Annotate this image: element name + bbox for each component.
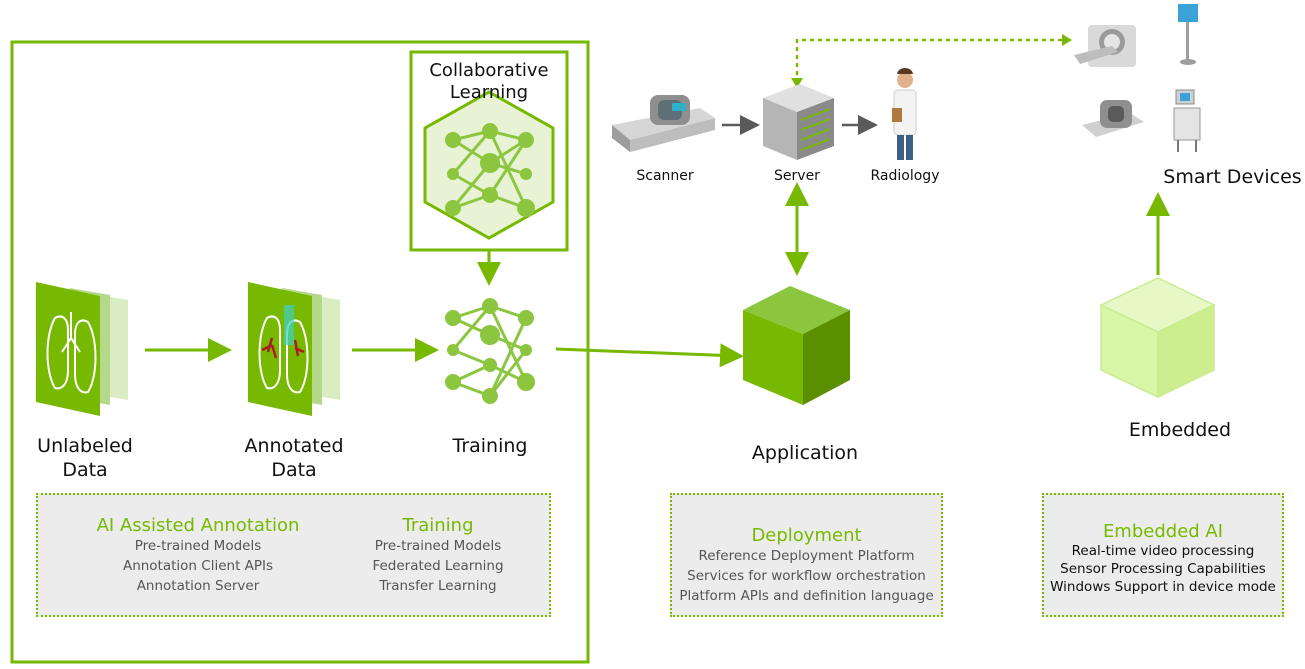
annotated-data-label: Annotated Data bbox=[229, 434, 359, 482]
deployment-item: Platform APIs and definition language bbox=[679, 588, 934, 604]
unlabeled-line1: Unlabeled bbox=[37, 435, 133, 457]
embedded-ai-box: Embedded AI Real-time video processing S… bbox=[1042, 493, 1284, 617]
deployment-column: Deployment Reference Deployment Platform… bbox=[672, 525, 941, 606]
ct-scanner-device-icon bbox=[1074, 25, 1136, 67]
training-item: Pre-trained Models bbox=[374, 538, 502, 554]
training-box-title: Training bbox=[402, 515, 474, 536]
annotation-item: Annotation Server bbox=[136, 578, 260, 594]
annotation-title: AI Assisted Annotation bbox=[96, 515, 300, 536]
embedded-cube-icon bbox=[1099, 277, 1216, 399]
annotation-column: AI Assisted Annotation Pre-trained Model… bbox=[78, 515, 318, 596]
deployment-item: Services for workflow orchestration bbox=[687, 568, 926, 584]
dotted-link-smart-devices bbox=[795, 38, 1070, 84]
annotation-item: Annotation Client APIs bbox=[122, 558, 274, 574]
training-item: Transfer Learning bbox=[379, 578, 497, 594]
server-icon bbox=[763, 84, 834, 160]
unlabeled-line2: Data bbox=[62, 459, 108, 481]
arrow-training-to-application bbox=[555, 343, 744, 368]
monitor-stand-icon bbox=[1178, 4, 1198, 65]
embedded-ai-column: Embedded AI Real-time video processing S… bbox=[1044, 521, 1282, 596]
unlabeled-data-icon bbox=[36, 282, 128, 416]
unlabeled-data-label: Unlabeled Data bbox=[20, 434, 150, 482]
embedded-ai-title: Embedded AI bbox=[1102, 521, 1224, 542]
training-column: Training Pre-trained Models Federated Le… bbox=[358, 515, 518, 596]
deployment-box: Deployment Reference Deployment Platform… bbox=[670, 493, 943, 617]
collab-network-icon bbox=[423, 90, 555, 240]
application-label: Application bbox=[751, 442, 859, 464]
annotated-line2: Data bbox=[271, 459, 317, 481]
collab-label-line1: Collaborative bbox=[429, 60, 549, 81]
radiology-label: Radiology bbox=[870, 168, 940, 184]
deployment-item: Reference Deployment Platform bbox=[698, 548, 915, 564]
collab-label: Collaborative Learning bbox=[411, 60, 567, 104]
scanner-label: Scanner bbox=[636, 168, 694, 184]
training-network-icon bbox=[445, 298, 535, 404]
annotation-item: Pre-trained Models bbox=[134, 538, 262, 554]
ultrasound-device-icon bbox=[1173, 89, 1201, 152]
annotation-training-box: AI Assisted Annotation Pre-trained Model… bbox=[36, 493, 551, 617]
collab-label-line2: Learning bbox=[449, 82, 529, 103]
embedded-ai-item: Real-time video processing bbox=[1071, 543, 1255, 559]
training-label: Training bbox=[452, 435, 528, 457]
embedded-ai-item: Windows Support in device mode bbox=[1050, 579, 1276, 595]
radiologist-icon bbox=[892, 68, 917, 160]
embedded-label: Embedded bbox=[1128, 419, 1232, 441]
server-label: Server bbox=[774, 168, 820, 184]
mri-device-icon bbox=[1082, 100, 1144, 137]
annotated-line1: Annotated bbox=[244, 435, 344, 457]
workflow-frame bbox=[10, 40, 590, 664]
smart-devices-label: Smart Devices bbox=[1163, 166, 1302, 188]
annotated-data-icon bbox=[248, 282, 340, 416]
scanner-icon bbox=[612, 95, 715, 152]
application-cube-icon bbox=[743, 286, 850, 405]
embedded-ai-item: Sensor Processing Capabilities bbox=[1060, 561, 1266, 577]
training-item: Federated Learning bbox=[372, 558, 504, 574]
deployment-title: Deployment bbox=[751, 525, 862, 546]
